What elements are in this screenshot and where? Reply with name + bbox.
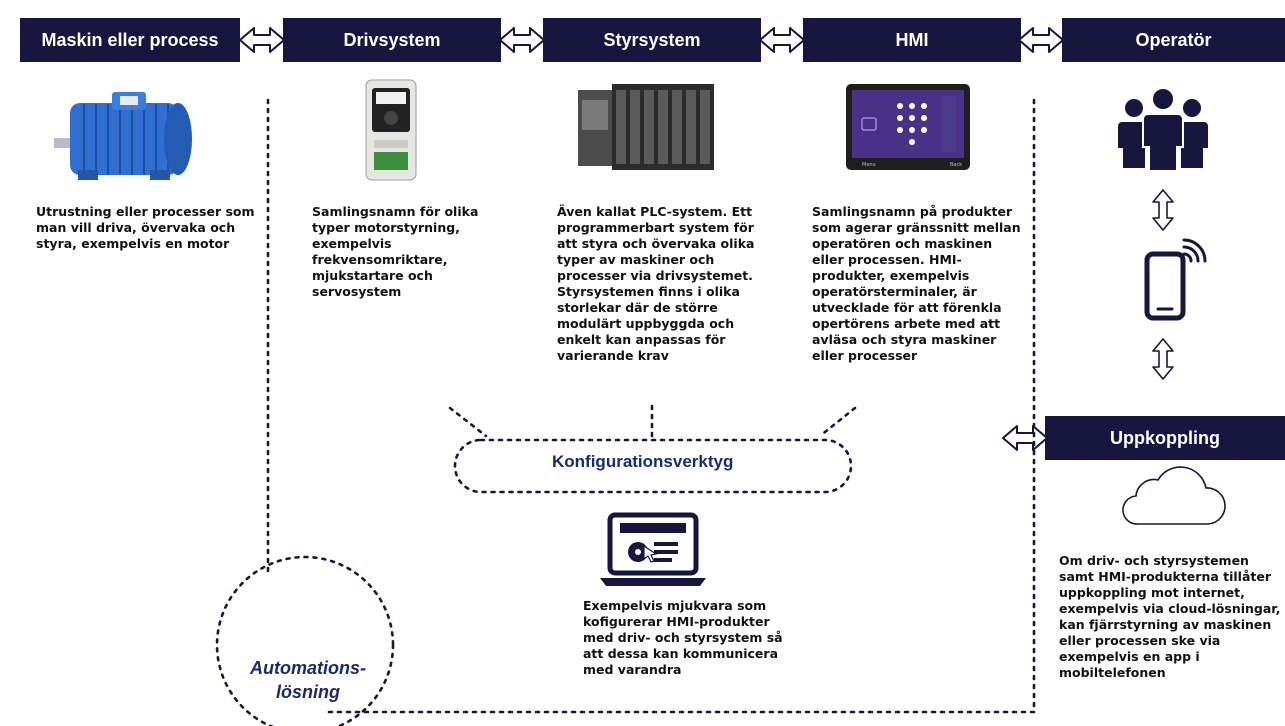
people-icon bbox=[1118, 87, 1208, 172]
motor-icon bbox=[54, 92, 192, 180]
frequency-inverter-icon bbox=[365, 79, 417, 181]
hmi-panel-icon: Menu Back bbox=[846, 84, 970, 170]
description-drivsystem: Samlingsnamn för olika typer motorstyrni… bbox=[312, 204, 479, 299]
automation-circle bbox=[215, 555, 395, 726]
plc-icon bbox=[578, 84, 714, 170]
header-hmi: HMI bbox=[803, 18, 1021, 62]
header-styrsystem: Styrsystem bbox=[543, 18, 761, 62]
konfig-label: Konfigurationsverktyg bbox=[552, 452, 734, 471]
hmi-screen-left-label: Menu bbox=[862, 162, 876, 168]
automation-label: Automations- lösning bbox=[250, 658, 366, 702]
header-maskin: Maskin eller process bbox=[20, 18, 240, 62]
mobile-phone-icon bbox=[1144, 238, 1207, 321]
description-maskin: Utrustning eller processer som man vill … bbox=[36, 204, 255, 251]
vertical-double-arrow-icon bbox=[1152, 338, 1174, 380]
header-operator: Operatör bbox=[1062, 18, 1285, 62]
vertical-double-arrow-icon bbox=[1152, 189, 1174, 231]
double-arrow-icon bbox=[499, 27, 545, 53]
description-styrsystem: Även kallat PLC-system. Ett programmerba… bbox=[557, 204, 755, 363]
laptop-software-icon bbox=[600, 512, 706, 586]
double-arrow-icon bbox=[1018, 27, 1064, 53]
header-drivsystem: Drivsystem bbox=[283, 18, 501, 62]
double-arrow-icon bbox=[1002, 425, 1048, 451]
cloud-icon bbox=[1122, 466, 1226, 525]
description-hmi: Samlingsnamn på produkter som agerar grä… bbox=[812, 204, 1021, 363]
hmi-screen-right-label: Back bbox=[950, 162, 962, 168]
description-uppkoppling: Om driv- och styrsystemen samt HMI-produ… bbox=[1059, 553, 1281, 680]
double-arrow-icon bbox=[239, 27, 285, 53]
dotted-connectors bbox=[266, 98, 1036, 714]
description-konfig: Exempelvis mjukvara som kofigurerar HMI-… bbox=[583, 598, 783, 677]
konfig-frame bbox=[453, 438, 853, 494]
double-arrow-icon bbox=[759, 27, 805, 53]
header-uppkoppling: Uppkoppling bbox=[1045, 416, 1285, 460]
